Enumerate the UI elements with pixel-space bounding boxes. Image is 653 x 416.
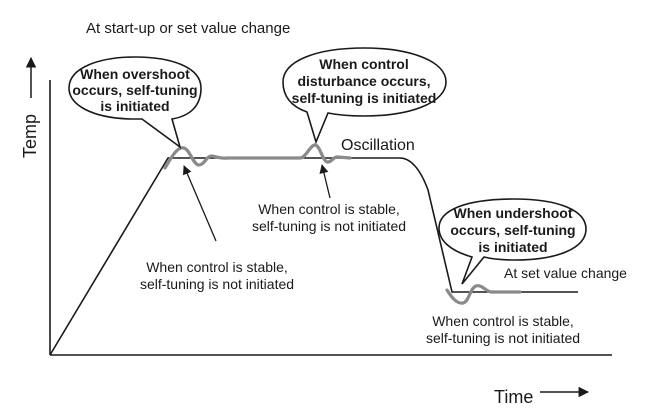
- undershoot-text-line2: occurs, self-tuning: [450, 222, 575, 238]
- set-value-change-label: At set value change: [504, 265, 627, 281]
- x-axis-label: Time: [494, 387, 533, 407]
- set-value-line: [49, 157, 578, 356]
- disturbance-text-line3: self-tuning is initiated: [292, 90, 437, 106]
- temperature-response-curve: [163, 143, 352, 170]
- stable-left-text-line1: When control is stable,: [146, 259, 288, 275]
- undershoot-response-curve: [445, 284, 522, 305]
- callout-disturbance: When control disturbance occurs, self-tu…: [282, 47, 447, 145]
- stable-right-text-line1: When control is stable,: [432, 313, 574, 329]
- undershoot-bubble: [438, 198, 587, 285]
- overshoot-text-line3: is initiated: [100, 98, 169, 114]
- callout-undershoot: When undershoot occurs, self-tuning is i…: [438, 198, 587, 285]
- stable-mid-arrow: [319, 164, 331, 199]
- undershoot-text-line3: is initiated: [478, 239, 547, 255]
- overshoot-text-line1: When overshoot: [80, 66, 190, 82]
- stable-left-arrow: [183, 165, 217, 242]
- callout-overshoot: When overshoot occurs, self-tuning is in…: [68, 56, 202, 150]
- stable-right-text-line2: self-tuning is not initiated: [426, 330, 580, 346]
- overshoot-text-line2: occurs, self-tuning: [72, 82, 197, 98]
- y-axis-label: Temp: [20, 114, 40, 158]
- stable-left-text-line2: self-tuning is not initiated: [140, 276, 294, 292]
- disturbance-text-line2: disturbance occurs,: [297, 73, 430, 89]
- stable-mid-text-line2: self-tuning is not initiated: [252, 218, 406, 234]
- stable-mid-text-line1: When control is stable,: [258, 201, 400, 217]
- disturbance-text-line1: When control: [319, 56, 408, 72]
- disturbance-bubble: [282, 47, 447, 145]
- oscillation-label: Oscillation: [341, 137, 415, 154]
- header-text: At start-up or set value change: [86, 20, 290, 37]
- undershoot-text-line1: When undershoot: [454, 205, 573, 221]
- overshoot-bubble: [68, 56, 202, 150]
